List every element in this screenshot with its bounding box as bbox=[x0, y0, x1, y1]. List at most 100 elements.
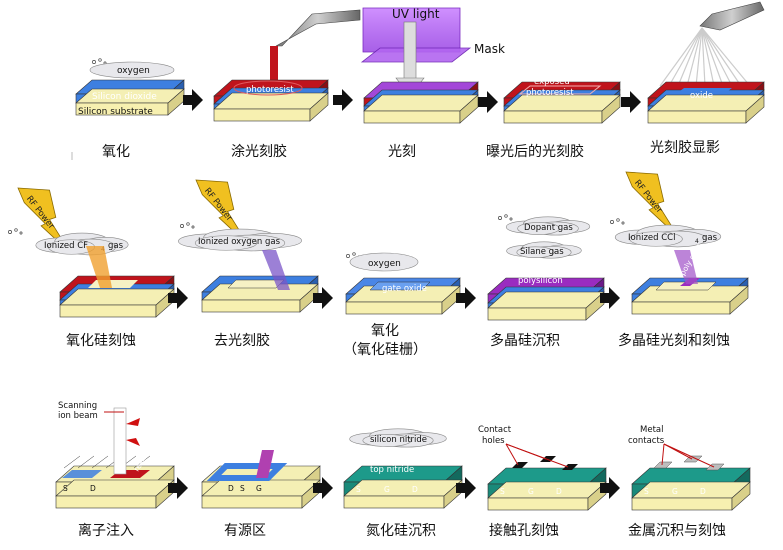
caption-step-7: 去光刻胶 bbox=[214, 333, 270, 349]
holes-label: holes bbox=[482, 436, 505, 446]
substrate-front bbox=[631, 497, 733, 511]
scan-arrow-2 bbox=[126, 438, 140, 446]
gate-oxide-region bbox=[369, 281, 431, 291]
exposed-region bbox=[518, 85, 602, 95]
plasma-beam bbox=[86, 246, 112, 288]
spray-line bbox=[659, 27, 703, 87]
silicon-substrate-label: Silicon substrate bbox=[78, 107, 153, 117]
uv-arrow-shaft bbox=[403, 21, 417, 81]
bubble bbox=[14, 228, 18, 232]
source-label: S bbox=[240, 484, 245, 493]
substrate-top bbox=[55, 479, 175, 497]
bubble bbox=[352, 252, 356, 256]
bubble bbox=[616, 218, 620, 222]
oxide-label: oxide bbox=[110, 266, 132, 275]
contact-hole bbox=[562, 464, 578, 470]
gate-label: G bbox=[672, 487, 678, 496]
caption-step-13: 氮化硅沉积 bbox=[366, 523, 436, 539]
contact-label: Contact bbox=[478, 425, 512, 435]
gate-label: G bbox=[256, 484, 262, 493]
silicon-nitride-label: silicon nitride bbox=[370, 435, 427, 445]
caption-step-12: 有源区 bbox=[224, 523, 266, 539]
source-label: S bbox=[63, 484, 68, 493]
bubble bbox=[498, 216, 502, 220]
drain-label: D bbox=[412, 485, 418, 494]
oxide-ring bbox=[62, 470, 102, 478]
photoresist-label: photoresist bbox=[246, 85, 294, 95]
caption-step-6: 氧化硅刻蚀 bbox=[66, 333, 136, 349]
hatch-line bbox=[63, 455, 81, 469]
flow-arrow bbox=[456, 287, 476, 309]
bubble bbox=[509, 217, 513, 221]
gas-cloud bbox=[349, 252, 419, 272]
active-ring bbox=[206, 463, 288, 481]
contact-hole bbox=[512, 462, 528, 468]
flow-arrow bbox=[600, 287, 620, 309]
caption-step-4: 曝光后的光刻胶 bbox=[486, 144, 584, 160]
contacts-label: contacts bbox=[628, 436, 665, 446]
substrate-top bbox=[487, 481, 607, 499]
caption-step-2: 涂光刻胶 bbox=[231, 144, 287, 160]
caption-step-9: 多晶硅沉积 bbox=[490, 333, 560, 349]
substrate-top bbox=[343, 479, 463, 497]
substrate-front bbox=[201, 299, 301, 313]
gate-label: G bbox=[384, 485, 390, 494]
substrate-front bbox=[487, 307, 587, 321]
metal-contact bbox=[653, 461, 673, 469]
spray-line bbox=[701, 27, 751, 87]
flow-arrow bbox=[313, 287, 333, 309]
substrate-front bbox=[213, 108, 311, 122]
oxygen-label: oxygen bbox=[368, 259, 401, 269]
silicon-dioxide-label: Silicon dioxide bbox=[92, 92, 157, 102]
exposed-label: exposed bbox=[534, 77, 570, 87]
step-2-illustration: photoresist bbox=[213, 9, 361, 122]
caption-step-3: 光刻 bbox=[388, 144, 416, 160]
ionized-gas-label: Ionized CF bbox=[44, 241, 88, 251]
gas-cloud bbox=[349, 428, 447, 448]
hatch-line bbox=[91, 455, 109, 469]
caption-step-15: 金属沉积与刻蚀 bbox=[628, 523, 726, 539]
spray-line bbox=[701, 27, 742, 87]
mask-label: Mask bbox=[474, 42, 505, 56]
bubble bbox=[186, 222, 190, 226]
substrate-side bbox=[585, 291, 605, 321]
pointer-line bbox=[505, 443, 519, 466]
bubble bbox=[191, 225, 195, 229]
drain-label: D bbox=[90, 484, 96, 493]
substrate-front bbox=[363, 110, 461, 124]
spray-line bbox=[695, 27, 703, 87]
substrate-side bbox=[601, 94, 621, 124]
flow-arrow bbox=[168, 287, 188, 309]
uv-light-label: UV light bbox=[392, 7, 440, 21]
hatch-line bbox=[133, 455, 151, 469]
step-5-illustration: oxide bbox=[647, 1, 765, 124]
poly-gate-bar bbox=[256, 450, 274, 478]
spray-line bbox=[701, 27, 706, 87]
metal-label: Metal bbox=[640, 425, 663, 435]
substrate-front bbox=[59, 304, 157, 318]
polysilicon-label: polysilicon bbox=[518, 276, 563, 286]
top-nitride-label: top nitride bbox=[370, 465, 414, 475]
plasma-beam bbox=[262, 250, 290, 290]
oxide-label: oxide bbox=[652, 267, 674, 276]
substrate-side bbox=[745, 94, 765, 124]
substrate-front bbox=[55, 495, 157, 509]
substrate-front bbox=[487, 497, 589, 511]
gas-cloud bbox=[35, 232, 129, 256]
dispense-nozzle bbox=[275, 9, 361, 47]
nitride-layer-top bbox=[487, 467, 607, 485]
substrate-front bbox=[631, 301, 731, 315]
substrate-top bbox=[363, 94, 479, 112]
ionized-oxygen-label: Ionized oxygen gas bbox=[198, 237, 281, 247]
caption-step-11: 离子注入 bbox=[78, 523, 134, 539]
flow-arrow bbox=[333, 89, 353, 111]
spray-line bbox=[686, 27, 703, 87]
